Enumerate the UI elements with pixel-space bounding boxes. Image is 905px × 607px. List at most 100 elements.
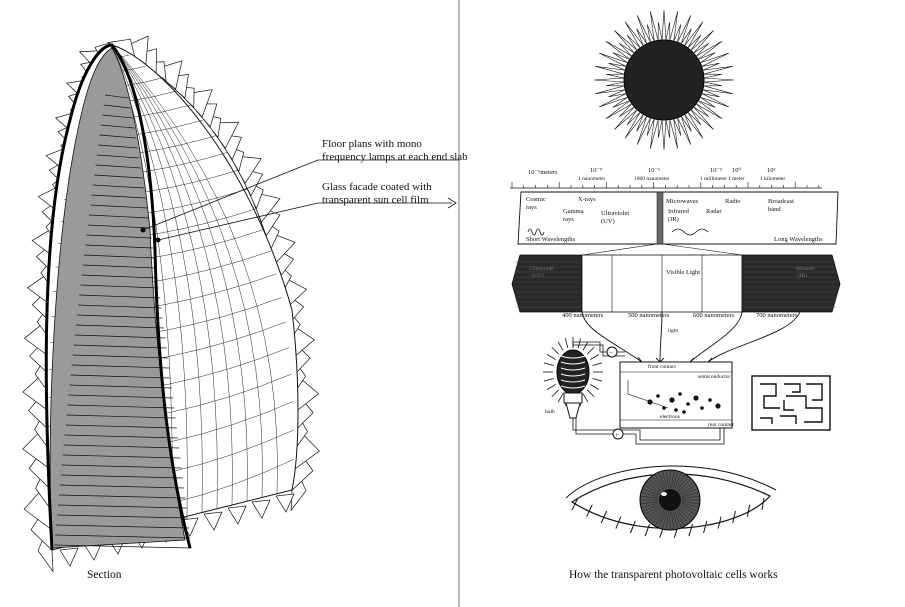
leader-arrowhead bbox=[447, 197, 457, 209]
sun-ray bbox=[606, 81, 625, 87]
bulb-ray bbox=[592, 362, 603, 366]
floor-slab bbox=[73, 344, 167, 349]
bulb-ray bbox=[577, 338, 582, 348]
iris-fiber bbox=[643, 488, 660, 496]
floor-slab bbox=[59, 484, 185, 489]
bulb-coil bbox=[560, 385, 586, 389]
iris-fiber bbox=[678, 508, 691, 521]
floor-slab bbox=[92, 184, 145, 189]
floor-slab bbox=[54, 544, 192, 549]
sun-rays bbox=[593, 9, 735, 151]
scale-sub: 1 kilometer bbox=[760, 176, 785, 182]
iris-fiber bbox=[681, 492, 699, 498]
floor-slab bbox=[57, 514, 188, 519]
nm-label: 500 nanometers bbox=[628, 312, 670, 319]
eye-lash bbox=[688, 524, 693, 537]
eye-illustration bbox=[565, 465, 777, 538]
long-wave-icon bbox=[671, 228, 709, 236]
floor-slab bbox=[98, 144, 138, 149]
bulb-coil bbox=[560, 367, 586, 371]
floor-slab bbox=[72, 354, 168, 359]
floor-slab bbox=[66, 414, 176, 419]
floor-slab bbox=[88, 214, 149, 219]
minus-sign: − bbox=[609, 350, 613, 357]
iris-fiber bbox=[652, 509, 663, 524]
iris-fiber bbox=[680, 488, 697, 496]
iris-fiber bbox=[649, 508, 662, 521]
iris-fiber bbox=[662, 471, 668, 489]
scale-sub: 1 millimeter bbox=[700, 176, 727, 182]
band-label: rays bbox=[563, 216, 574, 223]
iris-fiber bbox=[677, 476, 688, 491]
iris-fiber bbox=[662, 511, 668, 529]
floor-slab bbox=[68, 394, 174, 399]
annotation-floor-line1: Floor plans with mono bbox=[322, 138, 422, 150]
bulb-ray bbox=[586, 389, 595, 398]
electron-dots bbox=[647, 392, 721, 414]
eye-lash bbox=[586, 504, 593, 517]
electron-dot bbox=[693, 395, 699, 401]
electron-dot bbox=[682, 410, 686, 414]
facade-spike bbox=[203, 511, 223, 531]
sun-ray bbox=[665, 119, 671, 138]
band-label: (UV) bbox=[601, 218, 615, 225]
bulb-coil bbox=[560, 379, 586, 383]
iris-fiber bbox=[675, 474, 685, 490]
floor-slab bbox=[60, 474, 183, 479]
ir-label: Infrared bbox=[796, 265, 814, 272]
electron-dot bbox=[656, 394, 660, 398]
floor-slab bbox=[63, 444, 180, 449]
scale-label: 10⁻⁶meters bbox=[528, 169, 558, 176]
iris-fiber bbox=[641, 495, 659, 499]
sun-ray bbox=[703, 81, 722, 87]
band-label: Cosmic bbox=[526, 196, 546, 203]
sun-ray bbox=[661, 9, 667, 41]
eye-lash bbox=[717, 516, 722, 529]
electron-dot bbox=[662, 406, 666, 410]
eye-lash bbox=[732, 510, 736, 524]
bulb-label: bulb bbox=[545, 409, 555, 415]
scale-sub: 1000 nanometer bbox=[634, 176, 670, 182]
floor-slab bbox=[62, 454, 181, 459]
floor-slab bbox=[96, 154, 140, 159]
solar-cell bbox=[619, 361, 733, 429]
electron-dot bbox=[669, 397, 675, 403]
front-contact-label: front contact bbox=[648, 363, 676, 370]
bulb-coil bbox=[560, 355, 586, 359]
facade-spike bbox=[59, 547, 79, 567]
bulb-ray bbox=[582, 393, 589, 403]
scale-label: 10³ bbox=[767, 167, 776, 174]
annotation-glass-line1: Glass facade coated with bbox=[322, 181, 432, 193]
iris-fiber bbox=[681, 502, 699, 508]
iris-fiber bbox=[644, 485, 660, 495]
bulb-ray bbox=[551, 346, 560, 355]
bulb-ray bbox=[543, 378, 554, 382]
iris-fiber bbox=[681, 495, 699, 499]
band-label: Microwaves bbox=[666, 198, 699, 205]
iris-fiber bbox=[646, 482, 661, 493]
iris-fiber bbox=[681, 501, 699, 505]
short-wavelengths-label: Short Wavelengths bbox=[526, 236, 575, 243]
ir-label: (IR) bbox=[798, 272, 807, 279]
iris-fiber bbox=[641, 501, 659, 505]
electron-dot bbox=[700, 406, 704, 410]
band-label: (IR) bbox=[668, 216, 679, 223]
bulb-ray bbox=[582, 341, 589, 351]
floor-slab bbox=[86, 234, 152, 239]
band-label: Gamma bbox=[563, 208, 584, 215]
light-label: light bbox=[668, 328, 679, 334]
nm-label: 700 nanometers bbox=[756, 312, 798, 319]
bulb-ray bbox=[546, 354, 556, 360]
uv-label: (UV) bbox=[532, 272, 544, 279]
sun-ray bbox=[661, 119, 667, 151]
floor-slab bbox=[104, 94, 129, 99]
visible-slice bbox=[656, 191, 664, 245]
eye-lash bbox=[761, 497, 765, 511]
tower-illustration bbox=[22, 35, 460, 573]
wavelength-scale-labels: 10⁻⁶meters 10⁻⁹ 1 nanometer 10⁻⁶ 1000 na… bbox=[528, 167, 785, 182]
sun-ray bbox=[703, 77, 735, 83]
bulb-coil bbox=[560, 373, 586, 377]
bulb-ray bbox=[564, 338, 569, 348]
section-outline bbox=[44, 43, 192, 551]
eye-lash bbox=[703, 520, 708, 534]
